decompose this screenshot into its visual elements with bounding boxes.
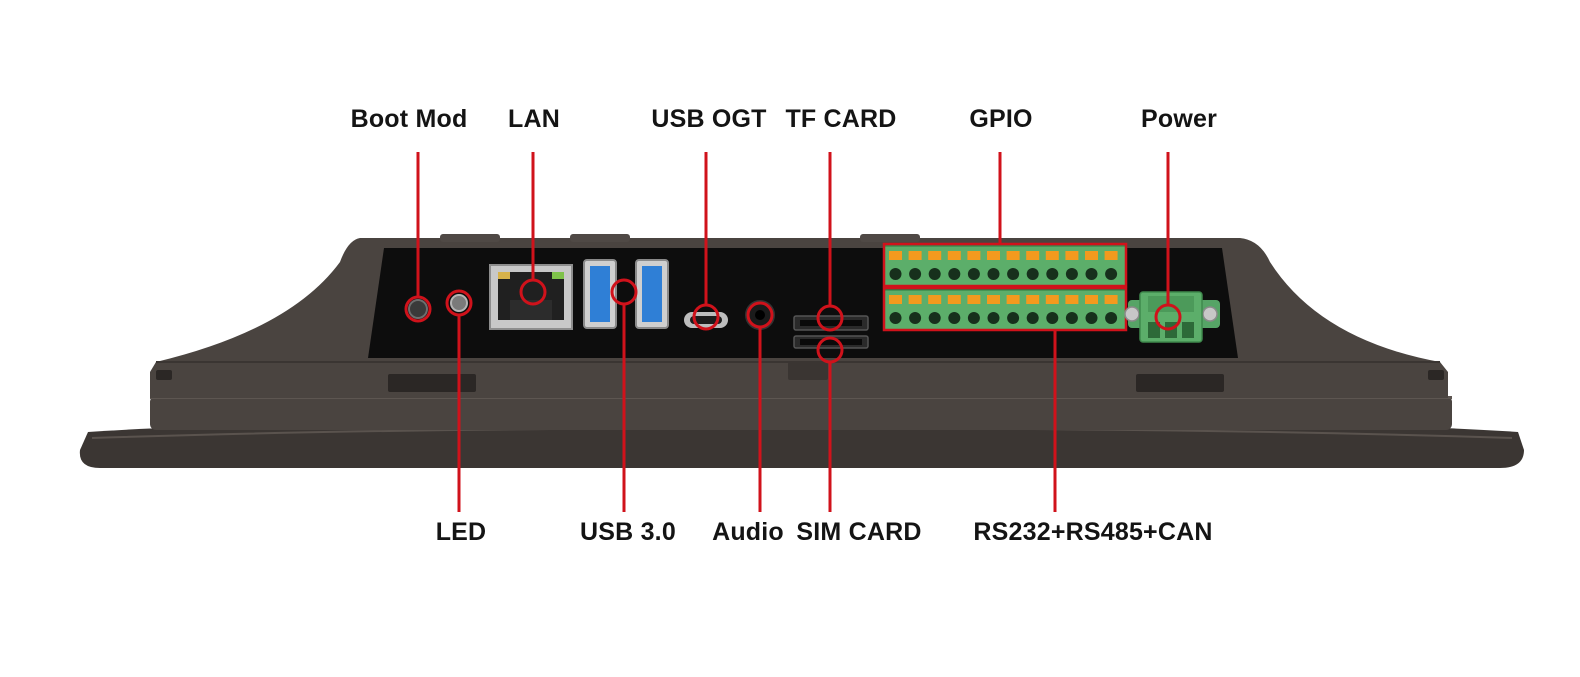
label-led: LED: [435, 518, 487, 546]
label-gpio: GPIO: [969, 105, 1033, 133]
label-usb-otg: USB OGT: [651, 105, 767, 133]
label-serial: RS232+RS485+CAN: [973, 518, 1213, 546]
label-lan: LAN: [508, 105, 560, 133]
label-boot-mod: Boot Mod: [350, 105, 468, 133]
serial-highlight: [882, 286, 1128, 332]
label-tf-card: TF CARD: [785, 105, 897, 133]
usb3-callout: [610, 278, 638, 512]
boot-button-icon: [408, 299, 428, 319]
callout-lines: [404, 152, 1182, 512]
sim-card-callout: [816, 336, 844, 512]
label-audio: Audio: [712, 518, 784, 546]
label-usb3: USB 3.0: [580, 518, 676, 546]
audio-callout: [746, 301, 774, 512]
boot-mod-callout: [404, 152, 432, 323]
label-power: Power: [1140, 105, 1218, 133]
gpio-highlight: [882, 242, 1128, 288]
label-sim-card: SIM CARD: [796, 518, 922, 546]
audio-jack-icon: [745, 300, 775, 330]
led-icon: [450, 294, 468, 312]
sd-slot-icon: [793, 315, 869, 349]
terminal-block-icon: [882, 242, 1128, 332]
terminal-row-bottom: [883, 289, 1127, 331]
rj45-port-icon: [489, 264, 573, 330]
tf-card-callout: [816, 152, 844, 332]
lan-callout: [519, 152, 547, 306]
power-callout: [1154, 152, 1182, 331]
usb-otg-callout: [692, 152, 720, 331]
terminal-row-top: [883, 245, 1127, 287]
usb-c-port-icon: [684, 312, 728, 328]
led-callout: [445, 289, 473, 512]
